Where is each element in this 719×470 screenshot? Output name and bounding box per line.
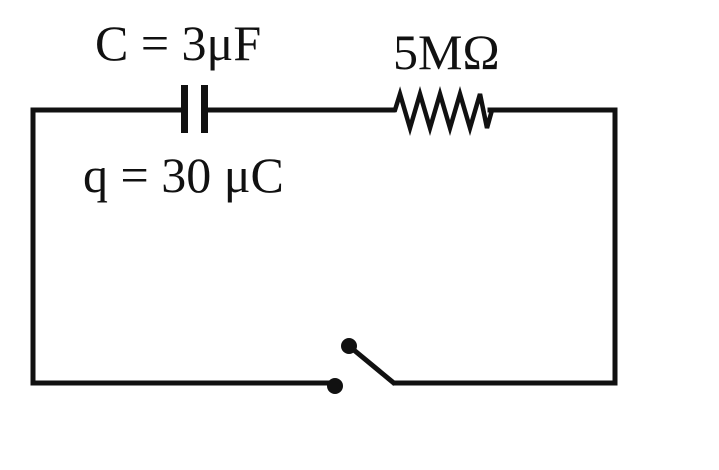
- switch-blade: [347, 344, 397, 386]
- resistance-label: 5MΩ: [393, 24, 500, 80]
- capacitor-symbol: [181, 85, 208, 133]
- resistor-symbol: [390, 86, 496, 136]
- capacitance-label: C = 3μF: [95, 15, 262, 71]
- switch-terminal-lower: [327, 378, 343, 394]
- switch-terminal-upper: [341, 338, 357, 354]
- charge-label: q = 30 μC: [83, 147, 284, 203]
- switch-symbol: [327, 338, 397, 394]
- capacitor-plate-left: [181, 85, 188, 133]
- capacitor-plate-right: [201, 85, 208, 133]
